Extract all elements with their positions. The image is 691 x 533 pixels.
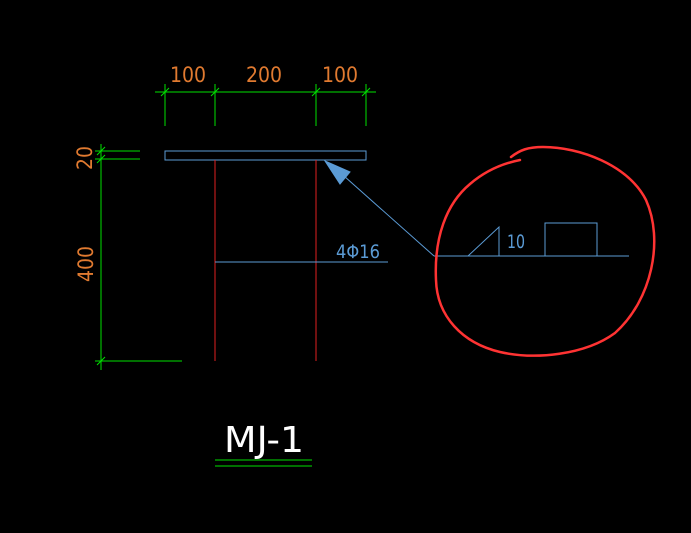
left-dimension-chain [95,144,182,370]
drawing-title: MJ-1 [224,420,304,461]
weld-all-around-box-icon [544,222,598,256]
top-dimension-chain [155,84,376,126]
weld-leader-arrowhead [323,159,351,185]
weld-symbol [467,222,598,257]
embedded-plate [164,150,367,161]
left-dimension-label-upper: 20 [73,146,97,170]
left-dimension-labels: 20 400 [73,146,98,282]
top-dimension-label-right: 100 [322,63,358,87]
left-dimension-label-lower: 400 [74,246,98,282]
top-tick-1 [160,87,170,97]
markup-circle-icon [434,145,656,357]
left-tick-2 [96,154,106,164]
top-tick-2 [210,87,220,97]
top-tick-3 [311,87,321,97]
rebar-label: 4Φ16 [336,241,380,263]
weld-size-label: 10 [507,231,525,253]
fillet-weld-icon [467,225,500,257]
top-dimension-labels: 100 200 100 [170,63,358,87]
top-tick-4 [361,87,371,97]
left-tick-1 [96,146,106,156]
top-dimension-label-left: 100 [170,63,206,87]
anchor-rebars [214,160,317,361]
left-tick-3 [96,356,106,366]
weld-leader-line [343,175,435,257]
title-underline [215,459,312,467]
top-dimension-label-middle: 200 [246,63,282,87]
